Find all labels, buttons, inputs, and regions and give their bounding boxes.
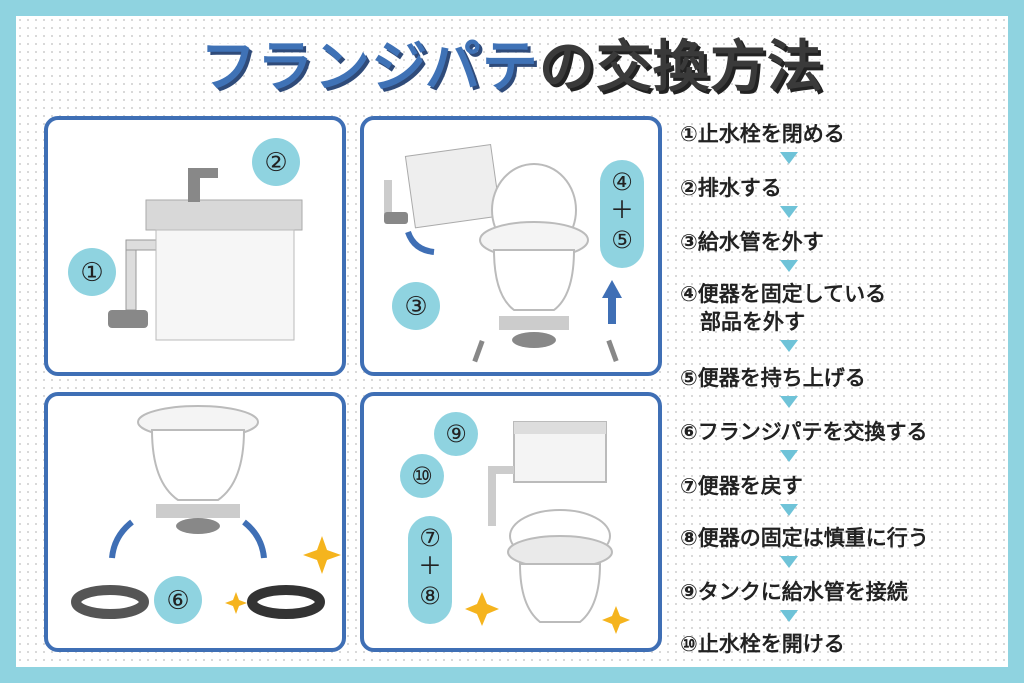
panel-step-7-10: ⑨ ⑩ ⑦ ＋ ⑧ — [360, 392, 662, 652]
panel-step-1-2: ① ② — [44, 116, 346, 376]
step-arrow — [780, 340, 798, 352]
step-10: ⑩止水栓を開ける — [680, 632, 845, 656]
bubble-1-label: ① — [80, 258, 103, 288]
title-part-1: フランジパテ — [200, 35, 539, 100]
title-part-2: の交換方法 — [538, 35, 824, 100]
step-8: ⑧便器の固定は慎重に行う — [680, 526, 929, 550]
supply-hose — [384, 180, 392, 214]
step-4-continued: 部品を外す — [700, 310, 805, 334]
bubble-5-label: ⑤ — [611, 226, 633, 254]
move-arrow — [405, 230, 435, 255]
remove-arrow — [109, 519, 134, 559]
step-arrow — [780, 152, 798, 164]
bolt-left — [472, 339, 485, 363]
step-9: ⑨タンクに給水管を接続 — [680, 580, 908, 604]
sparkle-icon — [225, 592, 247, 614]
bolt-right — [606, 339, 619, 363]
step-arrow — [780, 260, 798, 272]
step-arrow — [780, 450, 798, 462]
detached-tank — [404, 143, 502, 229]
step-2: ②排水する — [680, 176, 782, 200]
step-3: ③給水管を外す — [680, 230, 824, 254]
bubble-4-5-shape — [600, 160, 644, 268]
flange — [499, 316, 569, 330]
panel-1-illustration: ① ② — [68, 138, 303, 341]
toilet-bowl — [492, 249, 576, 311]
faucet-spout — [188, 168, 218, 178]
drain-pipe — [512, 332, 556, 348]
bubble-3-label: ③ — [404, 292, 427, 322]
supply-pipe-vertical — [488, 466, 496, 526]
bubble-10-label: ⑩ — [411, 462, 433, 490]
step-6: ⑥フランジパテを交換する — [680, 420, 928, 444]
step-1: ①止水栓を閉める — [680, 122, 845, 146]
sparkle-icon — [303, 536, 341, 574]
bubble-9-label: ⑨ — [445, 420, 467, 448]
sparkle-icon — [465, 592, 499, 626]
supply-pipe — [488, 466, 514, 474]
lift-arrow-head — [602, 280, 622, 298]
tank-lid — [514, 422, 606, 434]
panel-2-illustration: ③ ④ ＋ ⑤ — [384, 143, 644, 363]
bubble-7-label: ⑦ — [419, 524, 441, 552]
step-arrow — [780, 504, 798, 516]
bubble-3-shape — [392, 282, 440, 330]
stop-valve — [108, 310, 148, 328]
new-putty-ring — [247, 585, 325, 619]
step-arrow — [780, 396, 798, 408]
install-arrow — [242, 519, 267, 559]
sparkle-icon — [602, 606, 630, 634]
bubble-9-shape — [434, 412, 478, 456]
supply-valve — [384, 212, 408, 224]
bubble-4-label: ④ — [611, 168, 633, 196]
step-5: ⑤便器を持ち上げる — [680, 366, 866, 390]
panel-step-6: ⑥ — [44, 392, 346, 652]
tank-body — [155, 229, 295, 341]
bubble-2-label: ② — [264, 148, 287, 178]
old-putty-ring — [71, 585, 149, 619]
bubble-2-shape — [252, 138, 300, 186]
bubble-8-label: ⑧ — [419, 582, 441, 610]
panel-4-illustration: ⑨ ⑩ ⑦ ＋ ⑧ — [400, 412, 630, 634]
bubble-plus-label: ＋ — [418, 552, 442, 580]
step-arrow — [780, 206, 798, 218]
step-arrow — [780, 556, 798, 568]
page-title: フランジパテの交換方法 — [0, 22, 1024, 103]
bubble-10-shape — [400, 454, 444, 498]
bubble-6-label: ⑥ — [166, 586, 189, 616]
panel-3-illustration: ⑥ — [71, 405, 341, 624]
panel-step-3-5: ③ ④ ＋ ⑤ — [360, 116, 662, 376]
step-arrow — [780, 610, 798, 622]
bubble-7-8-shape — [408, 516, 452, 624]
step-4: ④便器を固定している — [680, 282, 887, 306]
toilet-bowl — [150, 429, 246, 501]
bubble-1-shape — [68, 248, 116, 296]
water-pipe-top — [125, 239, 161, 251]
bubble-plus-label: ＋ — [610, 196, 634, 224]
toilet-bowl — [518, 563, 602, 623]
step-7: ⑦便器を戻す — [680, 474, 803, 498]
tank-top — [145, 199, 303, 231]
bubble-6-shape — [154, 576, 202, 624]
drain-pipe — [176, 518, 220, 534]
flange — [156, 504, 240, 518]
